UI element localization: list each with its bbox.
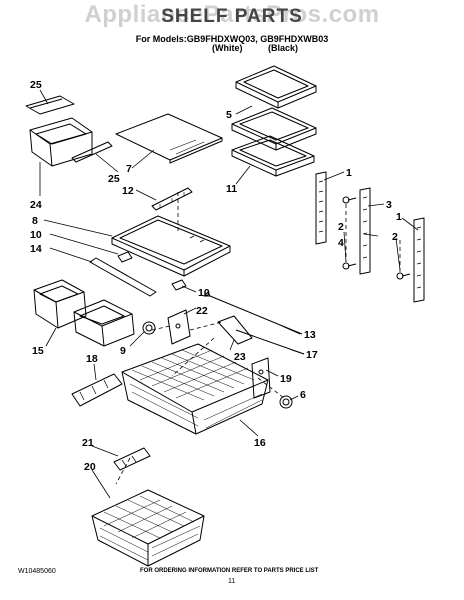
part-4-screw bbox=[342, 262, 357, 270]
label-2-lower: 2 bbox=[392, 231, 398, 243]
label-17: 17 bbox=[306, 349, 318, 361]
part-5-shelf-lower bbox=[231, 107, 317, 151]
label-4: 4 bbox=[338, 237, 344, 249]
part-8-shelf-frame bbox=[111, 215, 231, 277]
ordering-info: FOR ORDERING INFORMATION REFER TO PARTS … bbox=[140, 568, 319, 574]
part-21-handle bbox=[113, 447, 151, 471]
label-9: 9 bbox=[120, 345, 126, 357]
part-22-bracket bbox=[167, 309, 191, 345]
label-18: 18 bbox=[86, 353, 98, 365]
label-24: 24 bbox=[30, 199, 42, 211]
part-20-wire-basket bbox=[91, 489, 205, 567]
part-1-rail-left bbox=[315, 171, 327, 245]
part-12-bracket bbox=[151, 187, 193, 211]
part-1-rail-right bbox=[413, 217, 425, 303]
label-15: 15 bbox=[32, 345, 44, 357]
part-2-screw-upper bbox=[342, 196, 357, 204]
label-22: 22 bbox=[196, 305, 208, 317]
label-7: 7 bbox=[126, 163, 132, 175]
part-24-drawer bbox=[29, 117, 93, 167]
models-line: For Models:GB9FHDXWQ03, GB9FHDXWB03 bbox=[135, 34, 329, 44]
part-3-rail bbox=[359, 187, 371, 275]
label-25-mid: 25 bbox=[108, 173, 120, 185]
part-labels: 25 24 7 25 12 8 10 14 10 15 9 22 13 23 1… bbox=[30, 79, 402, 473]
part-10-clip-upper bbox=[117, 251, 133, 263]
part-2-screw-lower bbox=[396, 272, 411, 280]
label-21: 21 bbox=[82, 437, 94, 449]
label-1-lower: 1 bbox=[396, 211, 402, 223]
label-19: 19 bbox=[280, 373, 292, 385]
part-23-support bbox=[217, 315, 253, 345]
variant-white: (White) bbox=[212, 43, 243, 53]
part-15-drawer-left bbox=[33, 279, 87, 329]
part-5-shelf-upper bbox=[235, 65, 317, 109]
watermark: AppliancePartsPros.com bbox=[84, 1, 380, 28]
part-25-trim-mid bbox=[71, 141, 113, 163]
part-19-bracket bbox=[251, 357, 271, 399]
label-16: 16 bbox=[254, 437, 266, 449]
part-15-drawer-right bbox=[73, 299, 135, 347]
label-20: 20 bbox=[84, 461, 96, 473]
page-title: SHELF PARTS bbox=[161, 6, 303, 27]
label-11: 11 bbox=[226, 183, 237, 195]
part-14-rail bbox=[89, 257, 157, 297]
label-10-upper: 10 bbox=[30, 229, 42, 241]
part-18-handle bbox=[71, 373, 123, 407]
part-25-trim-left bbox=[25, 95, 75, 115]
label-13: 13 bbox=[304, 329, 316, 341]
part-7-glass-shelf bbox=[115, 113, 223, 164]
label-23: 23 bbox=[234, 351, 246, 363]
page-number: 11 bbox=[228, 578, 236, 585]
part-11-shelf bbox=[231, 135, 315, 177]
label-6: 6 bbox=[300, 389, 306, 401]
label-10-lower: 10 bbox=[198, 287, 210, 299]
label-12: 12 bbox=[122, 185, 134, 197]
label-8: 8 bbox=[32, 215, 38, 227]
label-5: 5 bbox=[226, 109, 232, 121]
variant-black: (Black) bbox=[268, 43, 299, 53]
part-10-clip-lower bbox=[171, 279, 187, 291]
part-16-wire-basket bbox=[121, 343, 269, 435]
label-25-upper: 25 bbox=[30, 79, 42, 91]
part-6-roller bbox=[279, 395, 293, 409]
label-3: 3 bbox=[386, 199, 392, 211]
label-1-upper: 1 bbox=[346, 167, 352, 179]
label-2-upper: 2 bbox=[338, 221, 344, 233]
document-number: W10485060 bbox=[18, 568, 56, 575]
part-9-roller bbox=[142, 321, 156, 335]
label-14: 14 bbox=[30, 243, 42, 255]
